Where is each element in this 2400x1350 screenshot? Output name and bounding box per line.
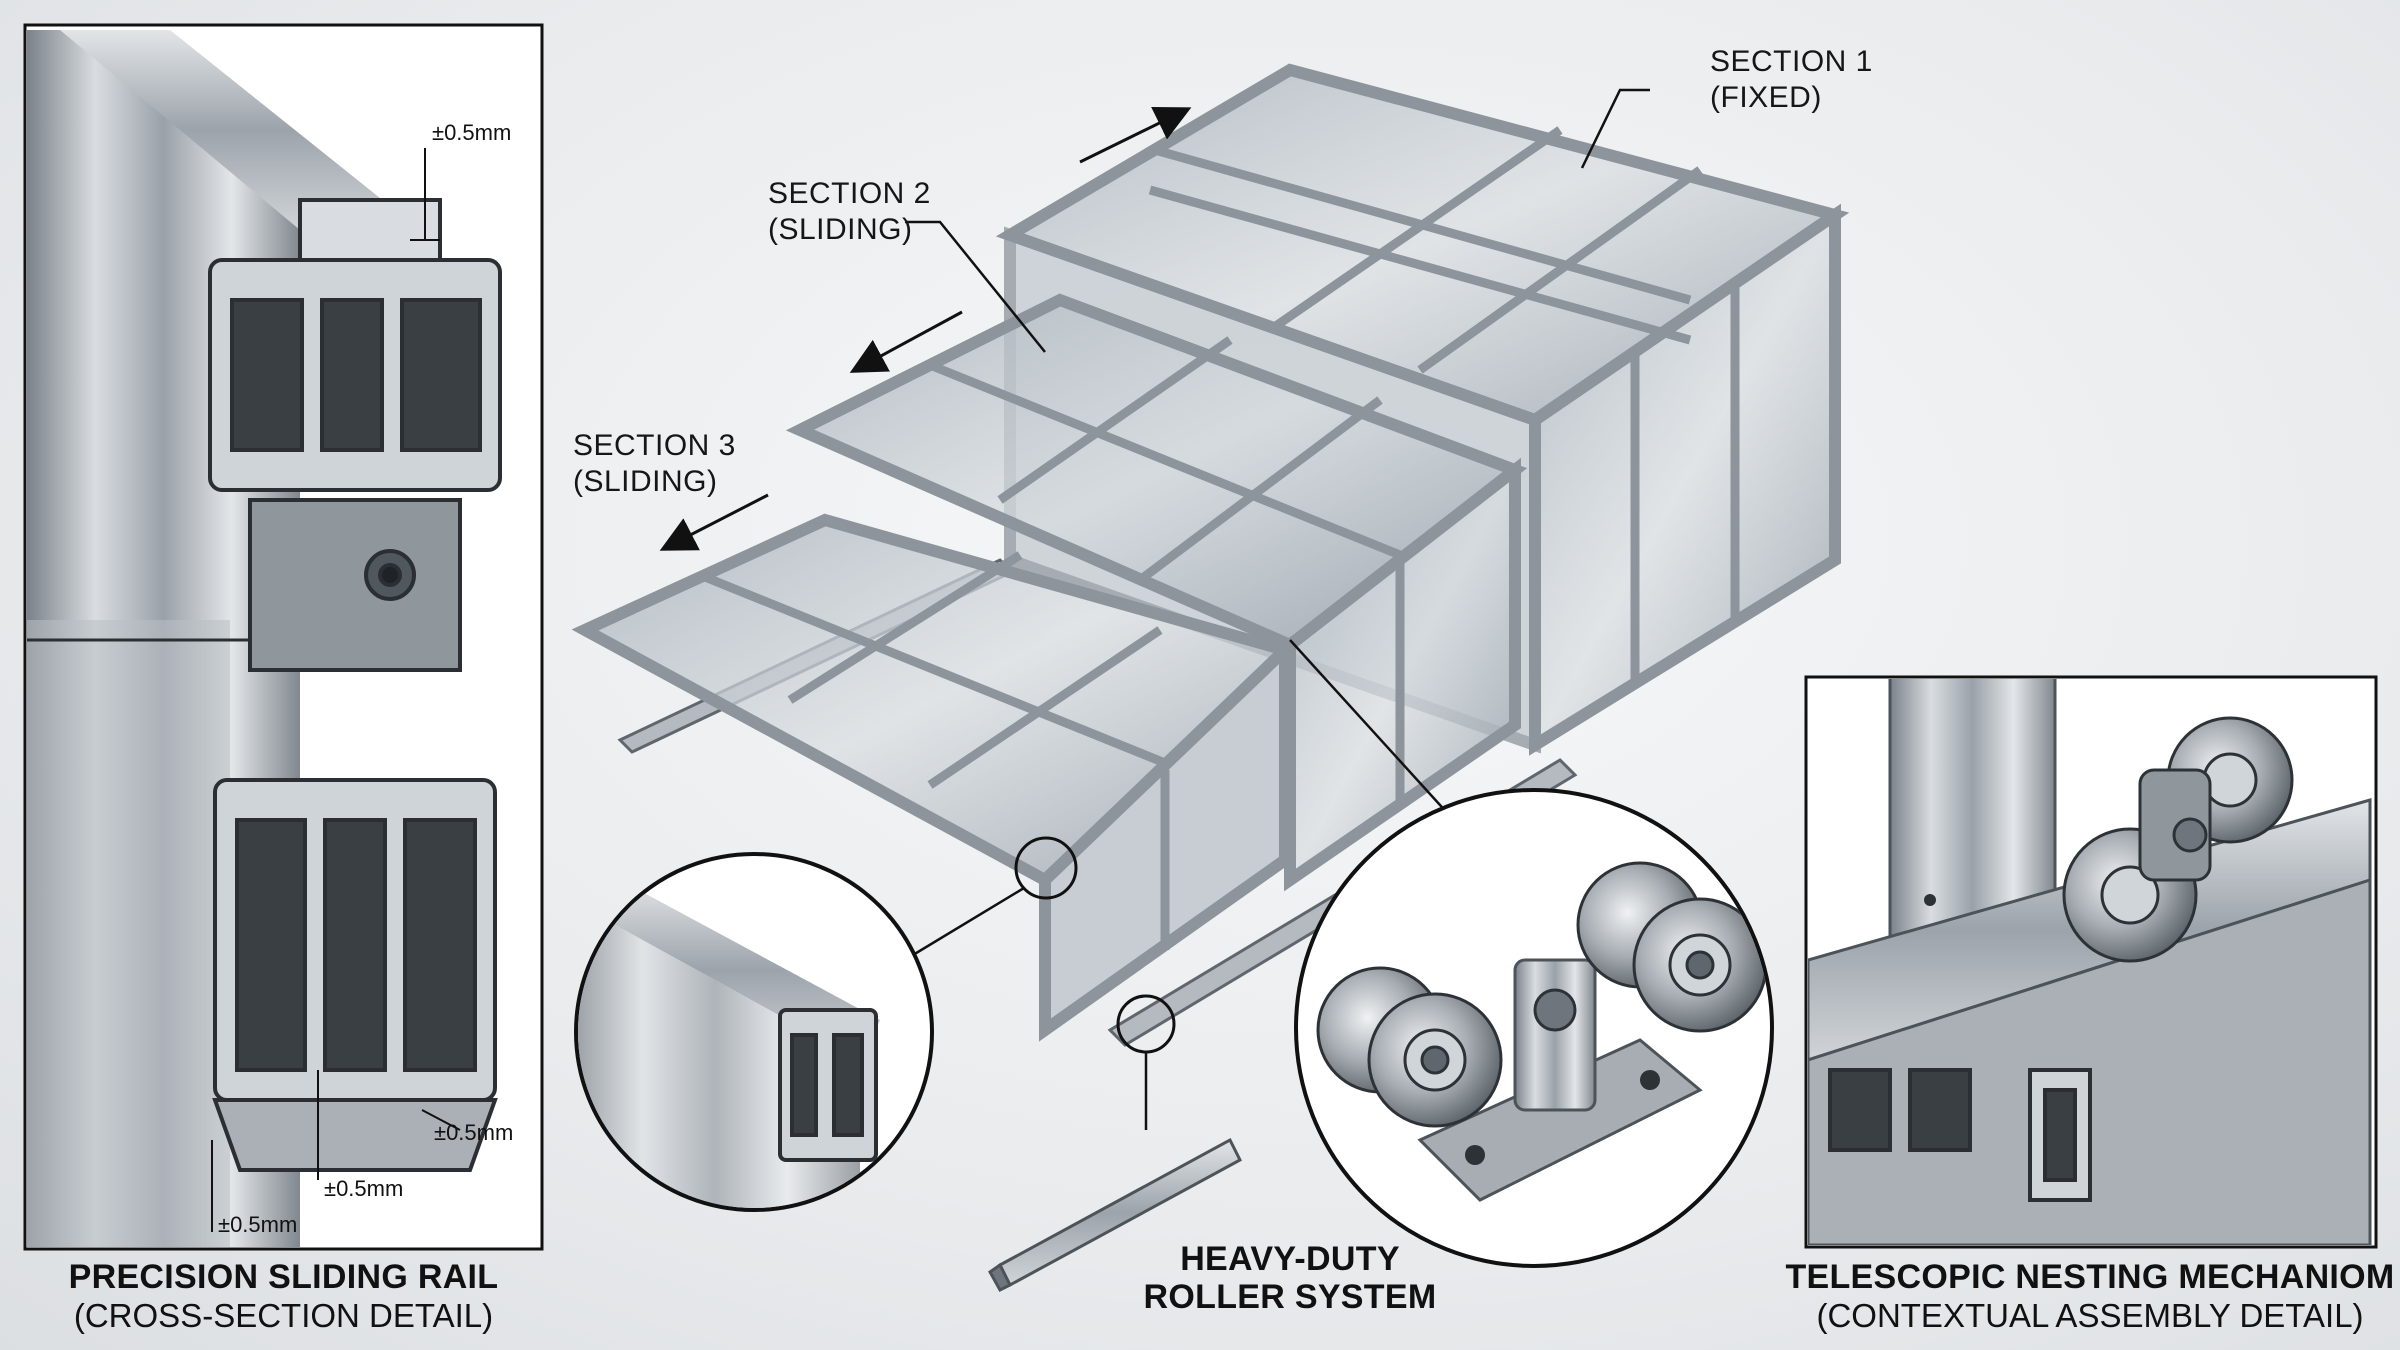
- leader-section-2: [905, 220, 1046, 353]
- roller-system-inset: [1294, 788, 1774, 1268]
- callout-section-2-status: (SLIDING): [768, 213, 913, 246]
- motion-arrows: [659, 107, 1192, 551]
- callout-section-3-name: SECTION 3: [573, 429, 736, 462]
- tolerance-label-top: ±0.5mm: [432, 120, 512, 145]
- callout-section-3: SECTION 3 (SLIDING): [573, 428, 736, 500]
- telescopic-mechanism-panel: [1804, 675, 2378, 1249]
- callout-section-1-name: SECTION 1: [1710, 45, 1873, 78]
- rail-profile-inset: [574, 852, 934, 1212]
- arrow-retract: [1079, 107, 1192, 164]
- caption-roller-line1: HEAVY-DUTY: [1180, 1240, 1400, 1278]
- callout-section-1-status: (FIXED): [1710, 81, 1822, 114]
- caption-rail: PRECISION SLIDING RAIL (CROSS-SECTION DE…: [25, 1258, 542, 1336]
- tolerance-label-bottom: ±0.5mm: [218, 1212, 298, 1237]
- rail-cross-section-panel: [23, 23, 544, 1251]
- tolerance-label-right: ±0.5mm: [434, 1120, 514, 1145]
- callout-section-2-name: SECTION 2: [768, 177, 931, 210]
- caption-telescopic-subtitle: (CONTEXTUAL ASSEMBLY DETAIL): [1816, 1297, 2364, 1334]
- callout-section-1: SECTION 1 (FIXED): [1710, 44, 1873, 116]
- callout-section-2: SECTION 2 (SLIDING): [768, 176, 931, 248]
- arrow-section-2: [849, 310, 963, 373]
- caption-telescopic-title: TELESCOPIC NESTING MECHANIOM: [1785, 1258, 2395, 1296]
- callout-section-3-status: (SLIDING): [573, 465, 718, 498]
- caption-roller: HEAVY-DUTY ROLLER SYSTEM: [1100, 1240, 1480, 1316]
- leader-section-1: [1580, 88, 1650, 169]
- caption-roller-line2: ROLLER SYSTEM: [1143, 1278, 1437, 1316]
- caption-telescopic: TELESCOPIC NESTING MECHANIOM (CONTEXTUAL…: [1780, 1258, 2400, 1336]
- caption-rail-title: PRECISION SLIDING RAIL: [68, 1258, 499, 1296]
- caption-rail-subtitle: (CROSS-SECTION DETAIL): [73, 1297, 494, 1334]
- telescopic-enclosure: [571, 63, 1850, 1292]
- tolerance-label-middle: ±0.5mm: [324, 1176, 404, 1201]
- arrow-section-3: [659, 493, 769, 551]
